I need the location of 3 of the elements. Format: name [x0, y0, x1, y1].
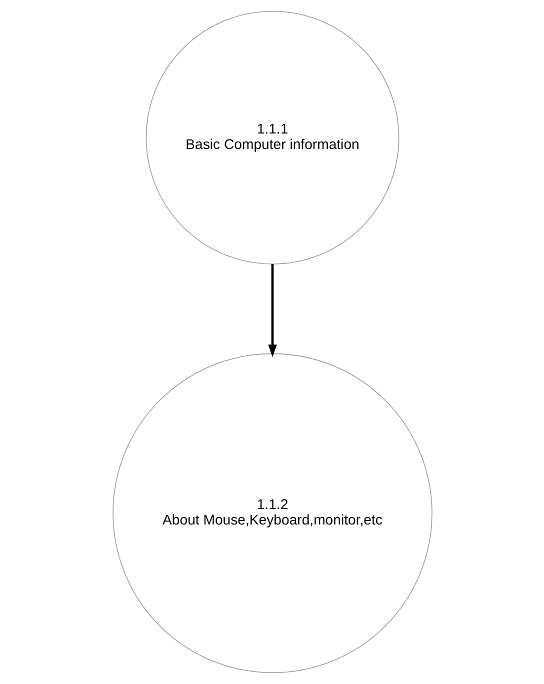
node-circle: 1.1.2 About Mouse,Keyboard,monitor,etc	[112, 353, 432, 674]
node-circle: 1.1.1 Basic Computer information	[145, 10, 399, 264]
arrow	[268, 264, 276, 358]
